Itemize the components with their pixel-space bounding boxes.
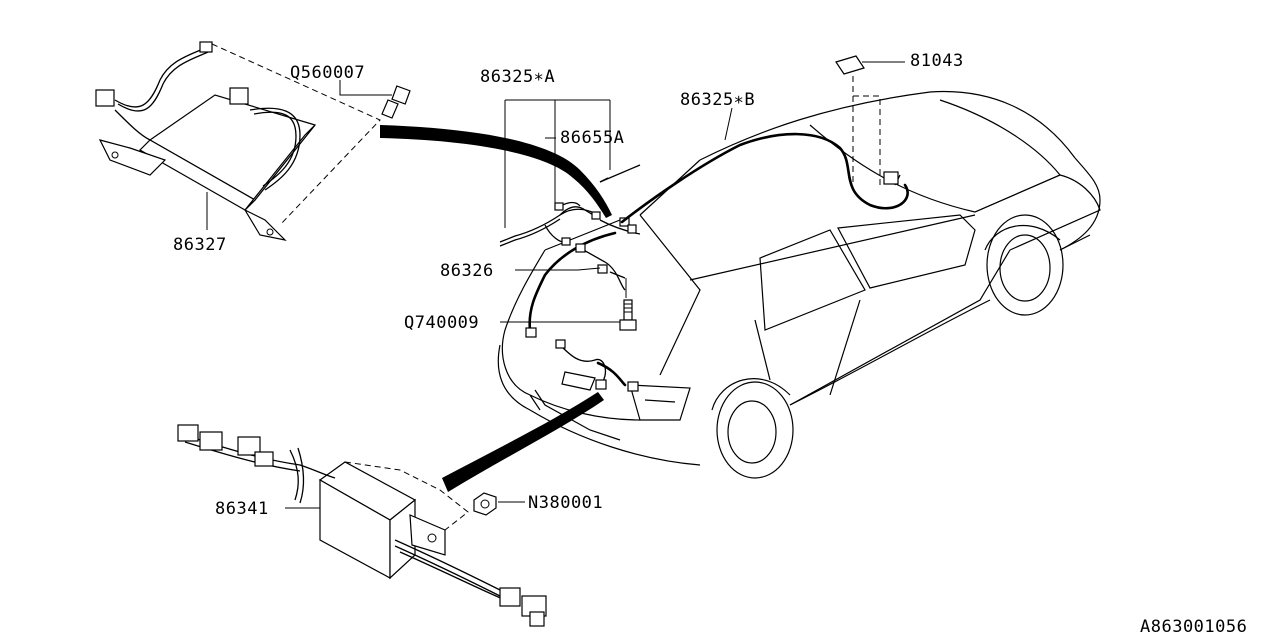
label-86325b[interactable]: 86325∗B [680, 90, 755, 110]
label-q560007[interactable]: Q560007 [290, 63, 365, 83]
lower-harness[interactable] [555, 339, 639, 392]
leader-86325b [724, 107, 733, 141]
label-81043[interactable]: 81043 [910, 51, 964, 71]
amp-mount-dash [211, 43, 381, 226]
bracket-86325a [504, 99, 611, 228]
label-86655a[interactable]: 86655A [560, 128, 624, 148]
bolt-q560007-icon[interactable] [381, 85, 411, 119]
bolt-q740009-icon[interactable] [619, 299, 637, 331]
leader-86326 [515, 267, 601, 271]
hatch-harness-86326[interactable] [525, 231, 626, 338]
pad-81043-icon[interactable] [835, 55, 865, 75]
label-n380001[interactable]: N380001 [528, 493, 603, 513]
diagram-code: A863001056 [1140, 617, 1247, 637]
rear-harness-86325a[interactable] [499, 201, 641, 247]
car-body [497, 90, 1101, 479]
label-q740009[interactable]: Q740009 [404, 313, 479, 333]
leader-q560007 [339, 80, 392, 96]
leader-81043-dash2 [853, 95, 881, 185]
label-86325a[interactable]: 86325∗A [480, 67, 555, 87]
nut-n380001-icon[interactable] [473, 492, 497, 516]
antenna-amp-86327[interactable] [95, 41, 317, 241]
antenna-wire-86655a[interactable] [599, 164, 641, 183]
antenna-module-86341[interactable] [177, 424, 547, 627]
location-arrow-lower [442, 392, 604, 492]
roof-harness-86325b[interactable] [620, 132, 909, 224]
module-mount-dash [344, 461, 469, 531]
location-arrow-upper [380, 125, 612, 218]
label-86326[interactable]: 86326 [440, 261, 494, 281]
label-86327[interactable]: 86327 [173, 235, 227, 255]
label-86341[interactable]: 86341 [215, 499, 269, 519]
